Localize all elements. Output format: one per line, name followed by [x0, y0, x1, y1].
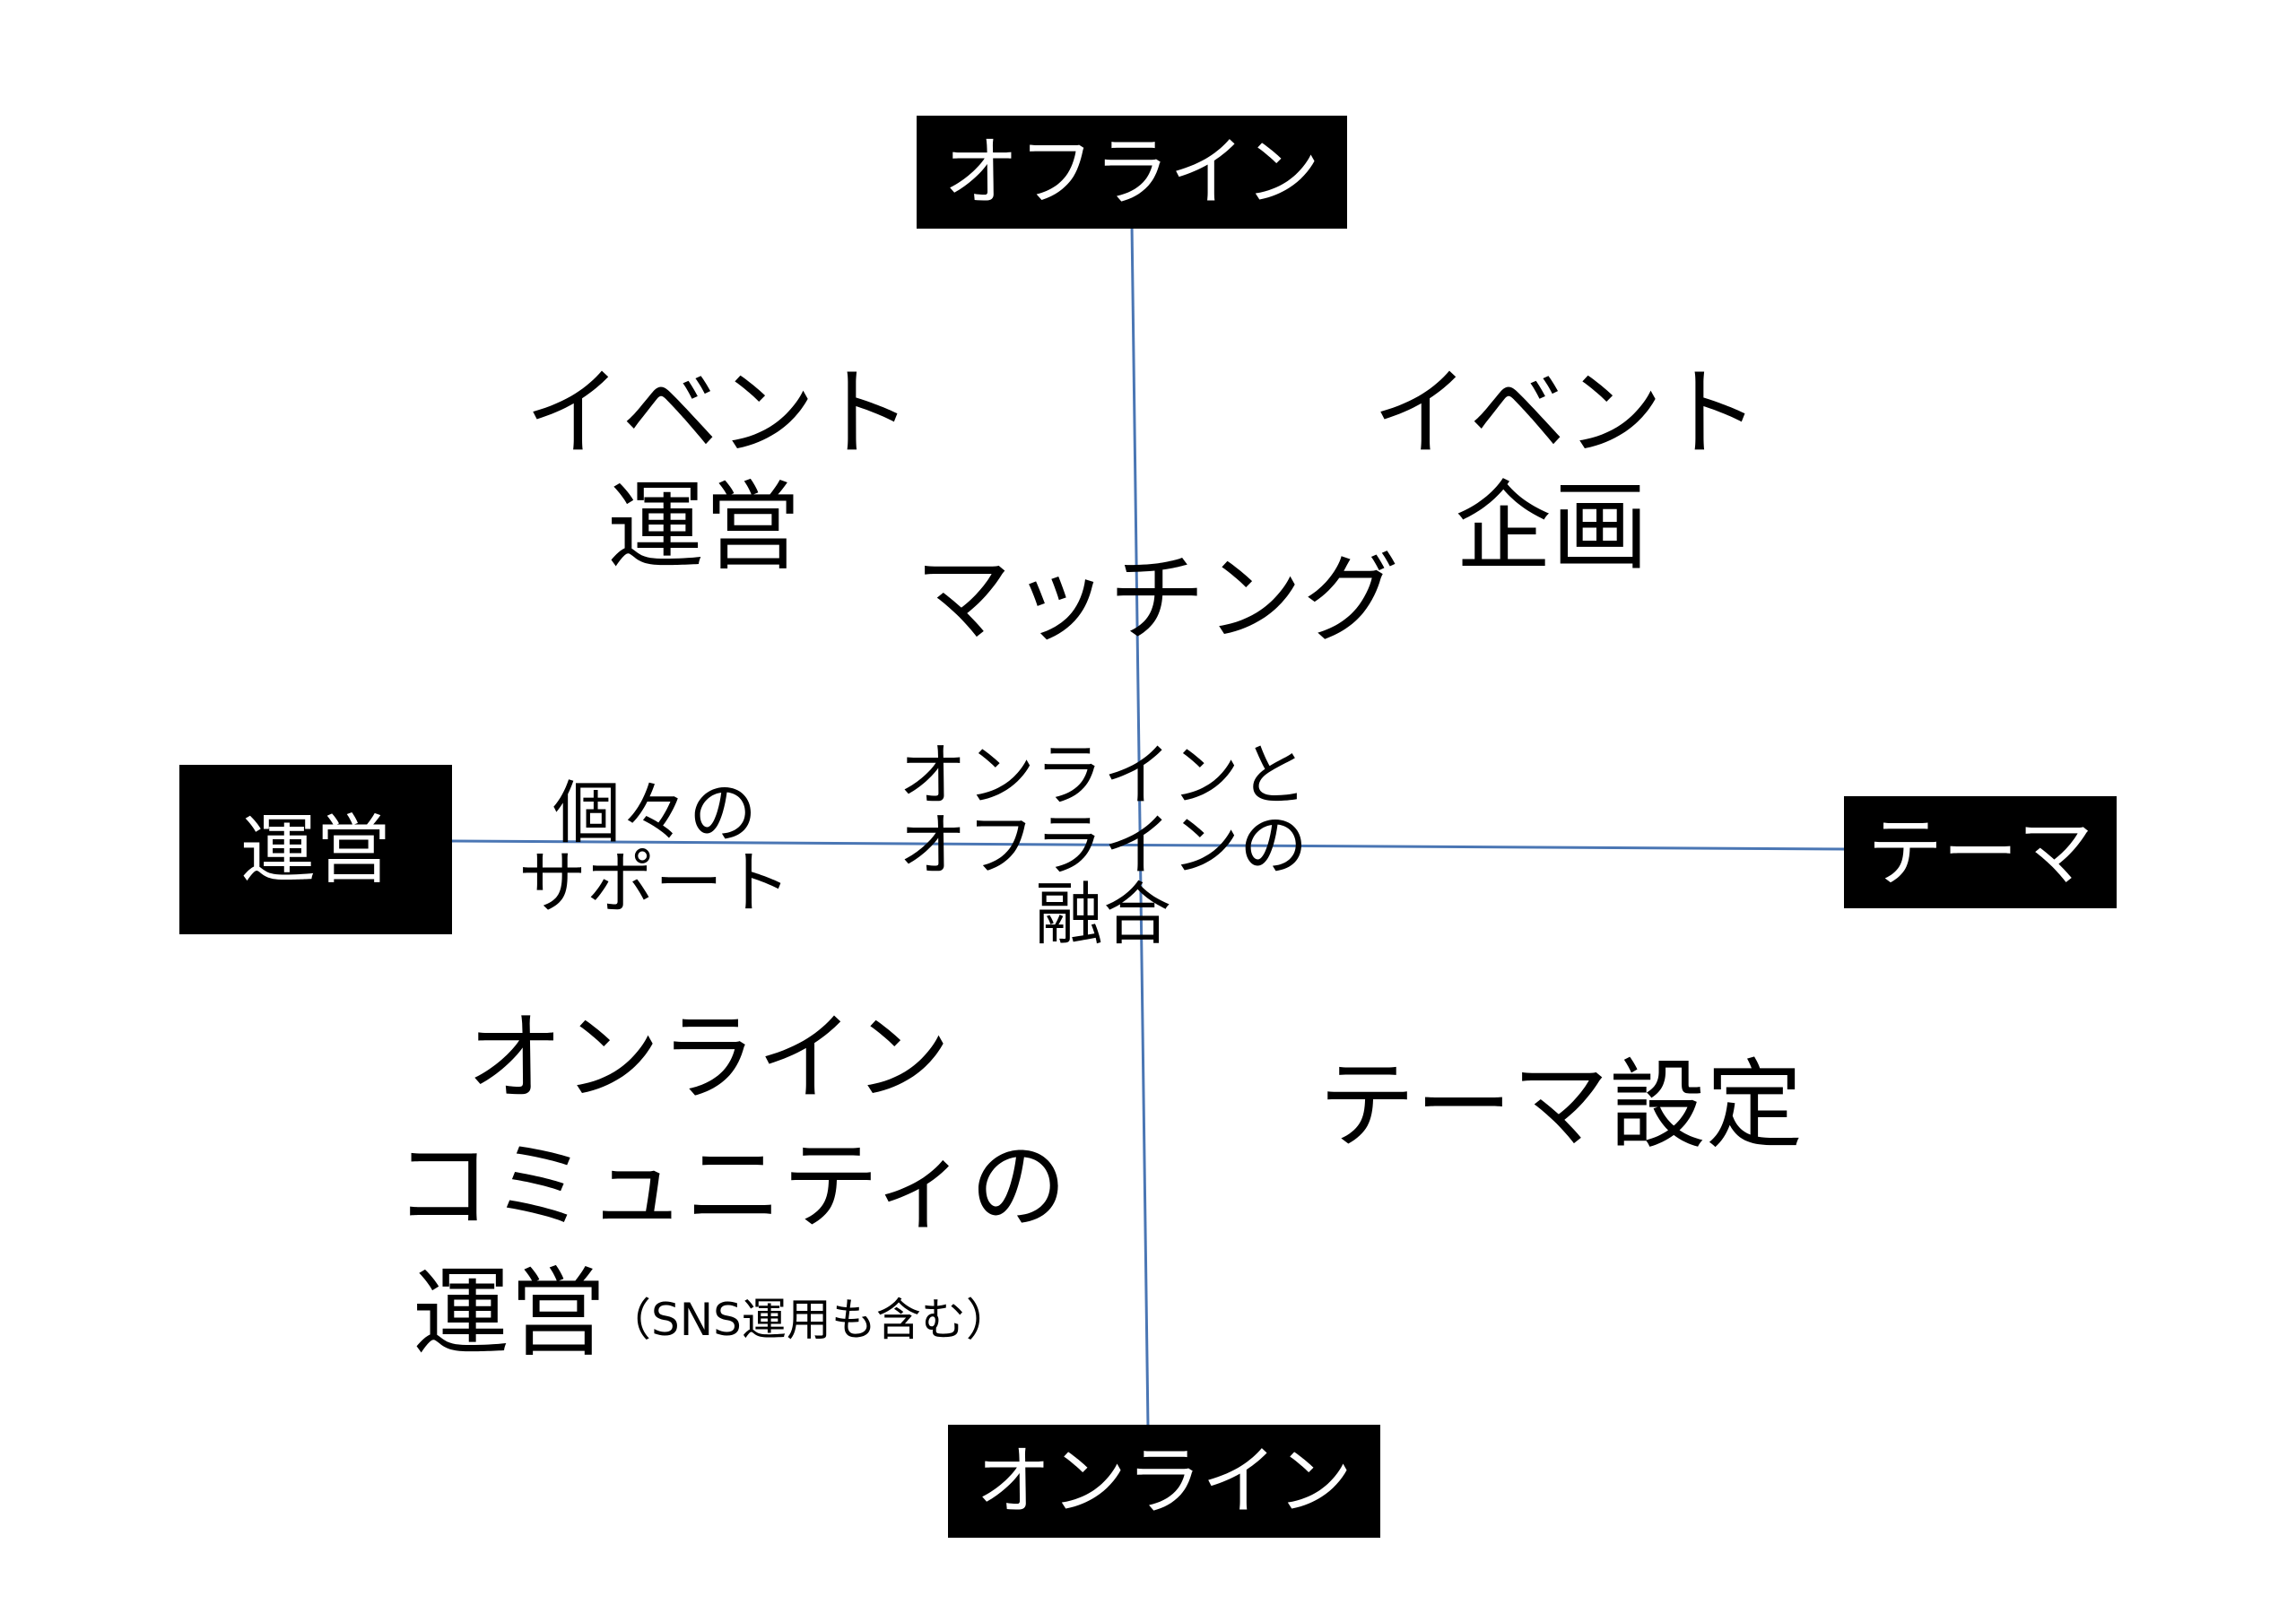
- fusion-line-3: 融合: [1035, 874, 1171, 955]
- individual-support-label: 個々の サポート: [502, 778, 807, 917]
- quadrant-bottom-left: オンライン コミュニティの 運営（SNS運用も含む）: [395, 995, 1067, 1379]
- quadrant-bottom-left-line-3: 運営（SNS運用も含む）: [395, 1251, 1022, 1379]
- fusion-line-1: オンラインと: [899, 735, 1308, 815]
- quadrant-bottom-right: テーマ設定: [1318, 1050, 1804, 1162]
- quadrant-bottom-left-line-1: オンライン: [465, 1002, 951, 1115]
- quadrant-top-right-line-2: 企画: [1454, 472, 1648, 585]
- individual-support-line-1: 個々の: [552, 773, 757, 853]
- quadrant-top-left-line-2: 運営: [606, 472, 801, 585]
- quadrant-top-right: イベント 企画: [1372, 357, 1761, 585]
- quadrant-top-right-line-1: イベント: [1372, 358, 1761, 470]
- matching-label: マッチング: [915, 543, 1400, 655]
- sns-note: （SNS運用も含む）: [606, 1294, 1011, 1347]
- quadrant-bottom-left-line-2: コミュニティの: [395, 1130, 1067, 1243]
- vertical-axis-line: [1130, 223, 1150, 1428]
- axis-label-top: オフライン: [917, 116, 1347, 229]
- online-offline-fusion-label: オンラインと オフラインの 融合: [861, 741, 1345, 950]
- quadrant-top-left-line-1: イベント: [525, 358, 913, 470]
- individual-support-line-2: サポート: [518, 842, 791, 923]
- axis-label-bottom: オンライン: [948, 1425, 1380, 1538]
- quadrant-bottom-left-main: 運営: [413, 1258, 607, 1371]
- horizontal-axis-line: [449, 839, 1847, 851]
- fusion-line-2: オフラインの: [899, 804, 1308, 885]
- quadrant-top-left: イベント 運営: [525, 357, 913, 585]
- axis-label-right: テーマ: [1844, 796, 2117, 908]
- axis-label-left: 運営: [179, 765, 452, 934]
